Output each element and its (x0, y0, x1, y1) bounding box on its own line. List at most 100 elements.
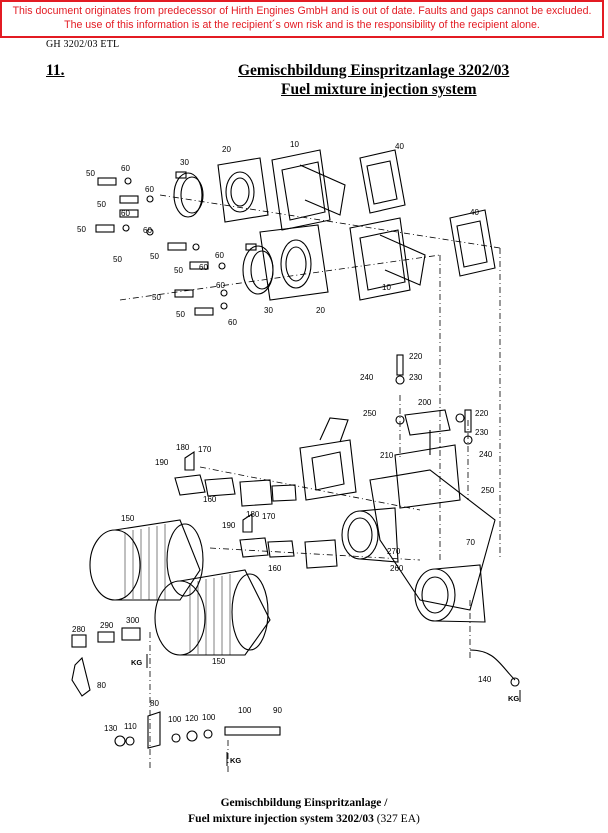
label-110: 110 (124, 722, 137, 731)
label-200: 200 (418, 398, 432, 407)
label-50d: 50 (113, 255, 122, 264)
injector-clip-lower (242, 512, 253, 533)
caption-line-2: Fuel mixture injection system 3202/03 (3… (0, 813, 608, 825)
assembly-axis-lines (119, 194, 501, 775)
label-60a: 60 (121, 164, 130, 173)
intake-body-upper (341, 507, 399, 563)
clamp-lower (242, 243, 274, 295)
label-60f: 60 (199, 263, 208, 272)
label-250b: 250 (481, 486, 495, 495)
label-240a: 240 (360, 373, 374, 382)
air-filter-upper (89, 519, 204, 601)
label-190b: 190 (222, 521, 236, 530)
label-160a: 160 (203, 495, 217, 504)
injector-lower (239, 537, 338, 569)
washer-stack-bottom (114, 726, 281, 747)
air-filter-lower (154, 569, 271, 656)
label-190a: 190 (155, 458, 169, 467)
injector-upper (174, 474, 297, 507)
intake-flange-lower (259, 224, 329, 301)
label-50f: 50 (174, 266, 183, 275)
label-30b: 30 (264, 306, 273, 315)
label-280: 280 (72, 625, 86, 634)
label-60d: 60 (143, 226, 152, 235)
label-50e: 50 (150, 252, 159, 261)
label-80a: 80 (97, 681, 106, 690)
label-180b: 180 (246, 510, 260, 519)
label-50b: 50 (97, 200, 106, 209)
label-220a: 220 (409, 352, 423, 361)
label-100a: 100 (238, 706, 252, 715)
cable-clip-bottom (147, 711, 161, 749)
label-10a: 10 (290, 140, 299, 149)
screws-and-washers-upper (95, 177, 228, 316)
label-60e: 60 (215, 251, 224, 260)
label-50h: 50 (176, 310, 185, 319)
label-50a: 50 (86, 169, 95, 178)
label-240b: 240 (479, 450, 493, 459)
page-title-german: Gemischbildung Einspritzanlage 3202/03 (238, 62, 510, 79)
label-50g: 50 (152, 293, 161, 302)
injector-clip-upper (184, 450, 195, 471)
label-230a: 230 (409, 373, 423, 382)
label-230b: 230 (475, 428, 489, 437)
clamp-upper (173, 171, 204, 218)
label-20b: 20 (316, 306, 325, 315)
label-30a: 30 (180, 158, 189, 167)
label-90: 90 (273, 706, 282, 715)
label-140: 140 (478, 675, 492, 684)
label-40b: 40 (470, 208, 479, 217)
document-code: GH 3202/03 ETL (46, 39, 120, 50)
label-20a: 20 (222, 145, 231, 154)
label-70: 70 (466, 538, 475, 547)
label-130: 130 (104, 724, 118, 733)
ground-label-right: KG (508, 694, 519, 703)
label-290: 290 (100, 621, 114, 630)
label-170a: 170 (198, 445, 212, 454)
ground-label-left: KG (131, 658, 142, 667)
caption-line-1: Gemischbildung Einspritzanlage / (220, 797, 388, 809)
label-80b: 80 (150, 699, 159, 708)
label-10b: 10 (382, 283, 391, 292)
cable-clip-left (71, 656, 91, 697)
label-210: 210 (380, 451, 394, 460)
position-labels: 10 10 20 20 30 30 40 40 50 50 50 50 50 5… (72, 140, 495, 733)
ground-cable (469, 649, 520, 687)
caption-line-2-bold: Fuel mixture injection system 3202/03 (188, 813, 374, 825)
exploded-parts-diagram: 10 10 20 20 30 30 40 40 50 50 50 50 50 5… (71, 140, 521, 775)
gasket-lower (449, 209, 496, 277)
ground-symbol-labels: KG KG KG (131, 658, 519, 765)
label-100c: 100 (202, 713, 216, 722)
manifold-frame (369, 444, 496, 611)
reed-valve-block-lower (349, 217, 426, 301)
label-120: 120 (185, 714, 199, 723)
label-180a: 180 (176, 443, 190, 452)
label-60c: 60 (121, 209, 130, 218)
label-60h: 60 (228, 318, 237, 327)
page-title-english: Fuel mixture injection system (281, 81, 477, 98)
reed-valve-block-upper (271, 149, 346, 231)
label-150b: 150 (212, 657, 226, 666)
adjust-screw-top (395, 354, 405, 385)
label-170b: 170 (262, 512, 276, 521)
mounting-bracket (299, 417, 357, 501)
section-number: 11. (46, 62, 65, 79)
adjust-screw-right (463, 409, 473, 445)
ground-symbol-marks (146, 654, 521, 766)
label-220b: 220 (475, 409, 489, 418)
label-100b: 100 (168, 715, 182, 724)
ground-label-bottom: KG (230, 756, 241, 765)
label-60g: 60 (216, 281, 225, 290)
label-40a: 40 (395, 142, 404, 151)
label-160b: 160 (268, 564, 282, 573)
caption-line-2-suffix: (327 EA) (373, 813, 420, 825)
intake-body-lower (414, 564, 486, 623)
disclaimer-banner: This document originates from predecesso… (0, 0, 604, 38)
label-270: 270 (387, 547, 401, 556)
label-150a: 150 (121, 514, 135, 523)
gasket-upper (359, 149, 406, 214)
label-50c: 50 (77, 225, 86, 234)
label-300: 300 (126, 616, 140, 625)
throttle-linkage (395, 409, 465, 455)
label-250a: 250 (363, 409, 377, 418)
